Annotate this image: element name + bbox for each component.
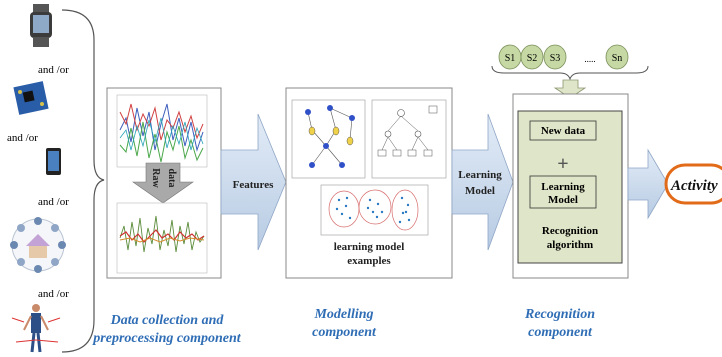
features-label: Features <box>233 179 274 191</box>
learning-model-box <box>529 175 597 209</box>
body-sensors-icon <box>11 304 61 353</box>
preprocessing-box: Raw data <box>106 87 222 279</box>
new-data-box <box>529 120 597 141</box>
sensor-board-icon <box>13 81 49 115</box>
learning-model-arrow-line1: Learning <box>458 169 502 181</box>
examples-label-line1: learning model <box>334 241 405 253</box>
and-or-label-3: and /or <box>38 196 69 208</box>
sensor-s2: S2 <box>527 53 538 64</box>
stage3-caption-line1: Recognition <box>524 307 595 322</box>
activity-output: Activity <box>664 163 722 205</box>
sensor-s3: S3 <box>550 53 561 64</box>
learning-model-arrow: Learning Model <box>451 113 514 251</box>
sensor-brace <box>491 65 649 81</box>
learning-model-arrow-line2: Model <box>465 185 495 197</box>
bayesian-network-thumbnail <box>291 99 366 179</box>
sensor-ellipsis: ..... <box>584 54 595 64</box>
data-label: data <box>166 169 177 188</box>
raw-data-arrow: Raw data <box>132 162 194 204</box>
and-or-label-4: and /or <box>38 288 69 300</box>
smartphone-icon <box>46 148 61 175</box>
examples-label-line2: examples <box>347 255 391 267</box>
plus-sign: + <box>557 153 568 175</box>
sensor-s1: S1 <box>505 53 516 64</box>
smartwatch-icon <box>30 4 52 47</box>
sensor-down-arrow <box>553 79 587 99</box>
and-or-label-1: and /or <box>38 64 69 76</box>
recognition-algorithm-line1: Recognition <box>542 225 598 237</box>
source-brace <box>61 9 105 353</box>
features-arrow: Features <box>220 113 287 251</box>
decision-tree-thumbnail <box>371 99 447 179</box>
activity-label: Activity <box>670 178 718 194</box>
source-devices: and /or and /or and /or <box>7 4 69 353</box>
raw-label: Raw <box>150 168 161 188</box>
and-or-label-2: and /or <box>7 132 38 144</box>
modelling-box: learning model examples <box>285 87 453 279</box>
stage2-caption-line2: component <box>312 325 377 340</box>
cluster-thumbnail <box>320 184 429 236</box>
stage1-caption-line1: Data collection and <box>110 313 225 328</box>
sensor-set: S1 S2 S3 ..... Sn <box>491 44 649 81</box>
smart-home-icon <box>10 217 66 273</box>
stage2-caption-line1: Modelling <box>313 307 373 322</box>
sensor-sn: Sn <box>612 53 623 64</box>
learning-model-line2: Model <box>548 194 578 206</box>
processed-signal-plot <box>116 202 208 274</box>
recognition-algorithm-line2: algorithm <box>547 239 593 251</box>
output-arrow <box>627 148 669 220</box>
new-data-label: New data <box>541 125 586 137</box>
stage3-caption-line2: component <box>528 325 593 340</box>
recognition-box: New data + Learning Model Recognition al… <box>512 93 629 279</box>
raw-signal-plot <box>116 94 208 168</box>
learning-model-line1: Learning <box>541 181 585 193</box>
stage1-caption-line2: preprocessing component <box>92 331 242 346</box>
